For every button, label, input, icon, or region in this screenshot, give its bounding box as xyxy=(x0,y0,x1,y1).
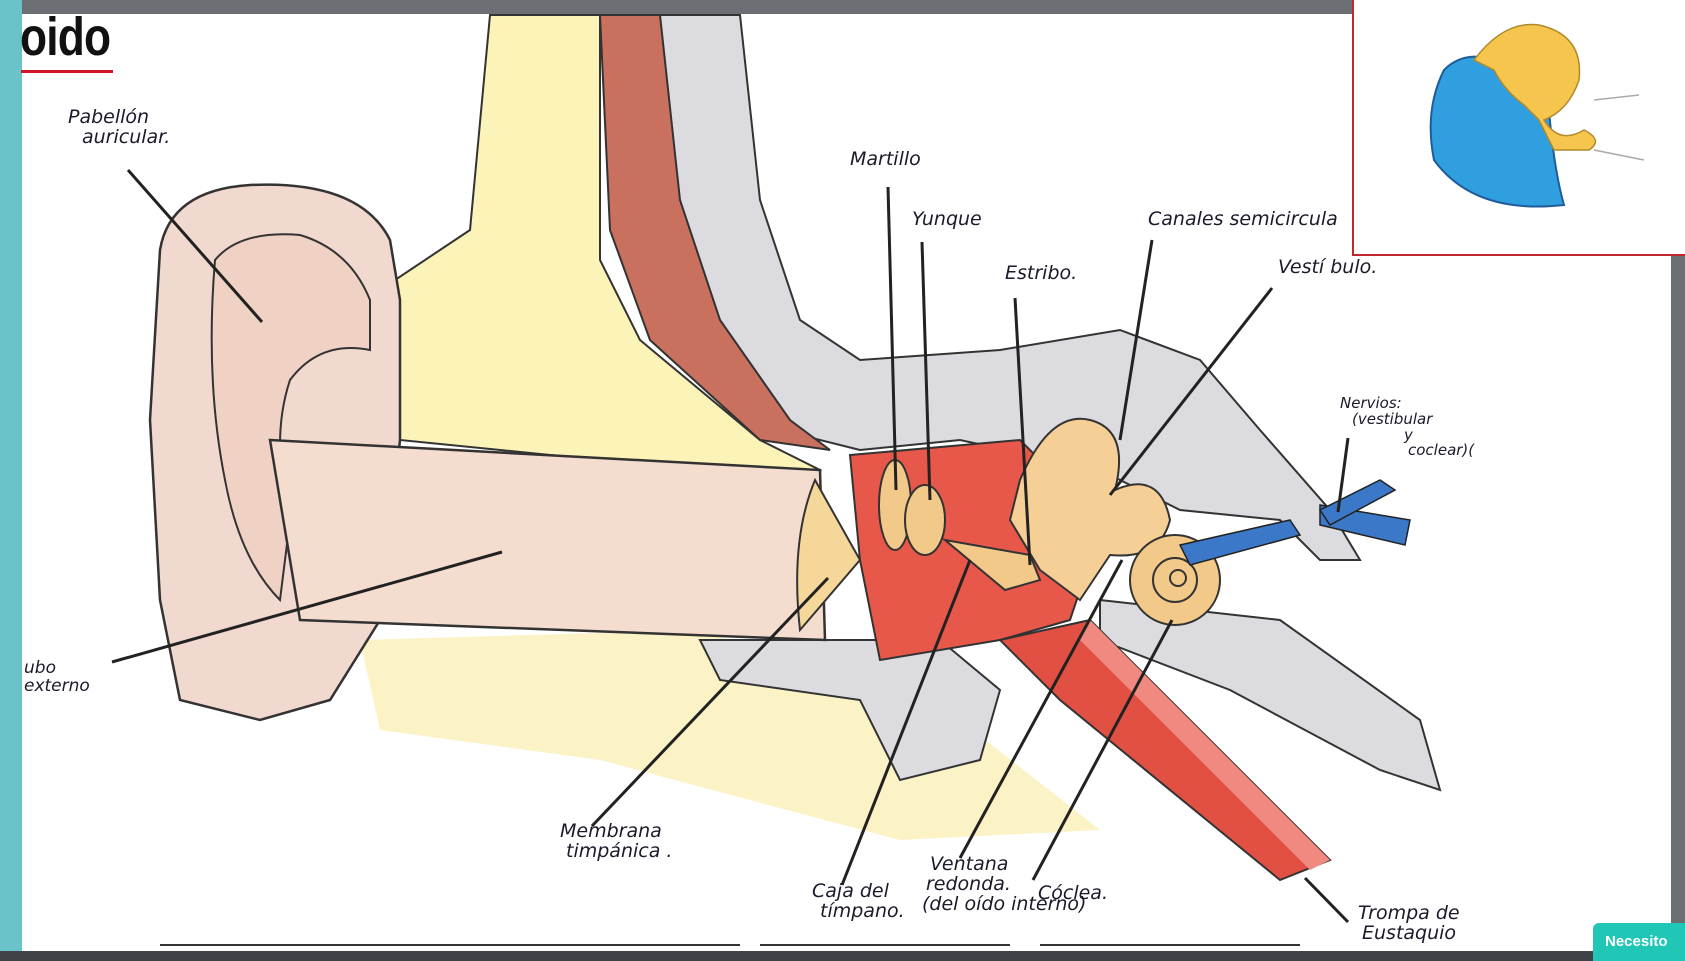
label-caja-line2: tímpano. xyxy=(812,902,905,922)
title-underline xyxy=(21,70,113,73)
label-martillo: Martillo xyxy=(850,150,921,170)
label-tubo: ubo externo xyxy=(24,660,90,696)
label-membrana-line1: Membrana xyxy=(560,822,672,842)
help-badge-button[interactable]: Necesito xyxy=(1593,923,1685,961)
page-title: oido xyxy=(20,6,110,68)
inset-thumbnail xyxy=(1352,0,1685,256)
incus xyxy=(905,485,945,555)
label-trompa-line1: Trompa de xyxy=(1358,904,1460,924)
label-trompa-line2: Eustaquio xyxy=(1358,924,1460,944)
label-canales: Canales semicircula xyxy=(1148,210,1338,230)
tympanic-membrane xyxy=(797,480,860,630)
label-pabellon-line2: auricular. xyxy=(68,128,170,148)
window-bottom-bar xyxy=(0,951,1685,961)
ear-canal xyxy=(270,440,825,640)
label-nervios-line4: coclear)( xyxy=(1340,443,1474,459)
label-caja-line1: Caja del xyxy=(812,882,905,902)
label-trompa: Trompa de Eustaquio xyxy=(1358,904,1460,944)
inset-pointer-b xyxy=(1594,150,1644,160)
label-ventana-line1: Ventana xyxy=(922,855,1086,875)
label-membrana: Membrana timpánica . xyxy=(560,822,672,862)
label-nervios: Nervios: (vestibular y coclear)( xyxy=(1340,396,1474,459)
label-tubo-line2: externo xyxy=(24,678,90,696)
nerve-vestibular xyxy=(1180,520,1300,565)
left-sidebar-strip xyxy=(0,0,22,961)
inset-pointer-a xyxy=(1594,95,1639,100)
inset-drawing xyxy=(1354,0,1685,254)
label-estribo: Estribo. xyxy=(1005,264,1077,284)
label-caja: Caja del tímpano. xyxy=(812,882,905,922)
label-membrana-line2: timpánica . xyxy=(560,842,672,862)
label-coclea: Cóclea. xyxy=(1038,884,1108,904)
label-pabellon-line1: Pabellón xyxy=(68,108,170,128)
label-yunque: Yunque xyxy=(912,210,982,230)
pointer-trompa xyxy=(1305,878,1348,922)
label-vestibulo: Vestí bulo. xyxy=(1278,258,1377,278)
label-pabellon: Pabellón auricular. xyxy=(68,108,170,148)
